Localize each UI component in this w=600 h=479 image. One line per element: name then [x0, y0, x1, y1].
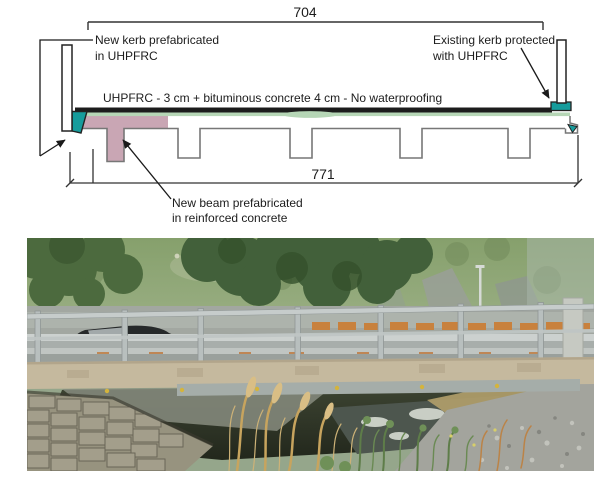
bridge-photo — [27, 238, 594, 471]
deck-underside — [62, 387, 332, 431]
left-foliage — [27, 238, 143, 310]
new-beam-label-line2: in reinforced concrete — [172, 211, 288, 225]
new-kerb-label-line2: in UHPFRC — [95, 49, 158, 63]
right-railing-post — [556, 39, 567, 104]
tree-canopy — [181, 238, 433, 310]
street-lamp — [475, 265, 485, 314]
existing-kerb-label-line2: with UHPFRC — [432, 49, 508, 63]
dimension-771: 771 — [311, 166, 335, 182]
railing — [27, 303, 594, 341]
new-beam-label-line1: New beam prefabricated — [172, 196, 303, 210]
orange-barriers — [312, 322, 590, 330]
new-beam-leader-arrow — [122, 139, 172, 200]
foreground-grass — [228, 376, 532, 471]
bottom-dimension — [65, 135, 583, 188]
existing-kerb-label-line1: Existing kerb protected — [433, 33, 555, 47]
top-dimension — [87, 21, 544, 30]
deck-slab — [71, 101, 579, 163]
bridge-cross-section-diagram: 704 New kerb prefabricated in UHPFRC Exi… — [39, 4, 583, 225]
new-kerb-label-line1: New kerb prefabricated — [95, 33, 219, 47]
bituminous-layer — [75, 107, 552, 113]
existing-kerb-leader-arrow — [520, 47, 550, 99]
new-kerb-leader-arrow — [39, 39, 93, 157]
left-railing-post — [61, 44, 73, 132]
stone-abutment — [27, 390, 214, 471]
new-beam-flange — [80, 112, 168, 129]
dimension-704: 704 — [293, 4, 317, 20]
uhpfrc-edge-patch — [567, 123, 578, 134]
slab-outline — [76, 127, 565, 163]
guardrail — [27, 334, 594, 354]
deck-note: UHPFRC - 3 cm + bituminous concrete 4 cm… — [103, 91, 442, 105]
new-beam-rib — [107, 128, 124, 161]
drainage-dots — [104, 383, 500, 394]
